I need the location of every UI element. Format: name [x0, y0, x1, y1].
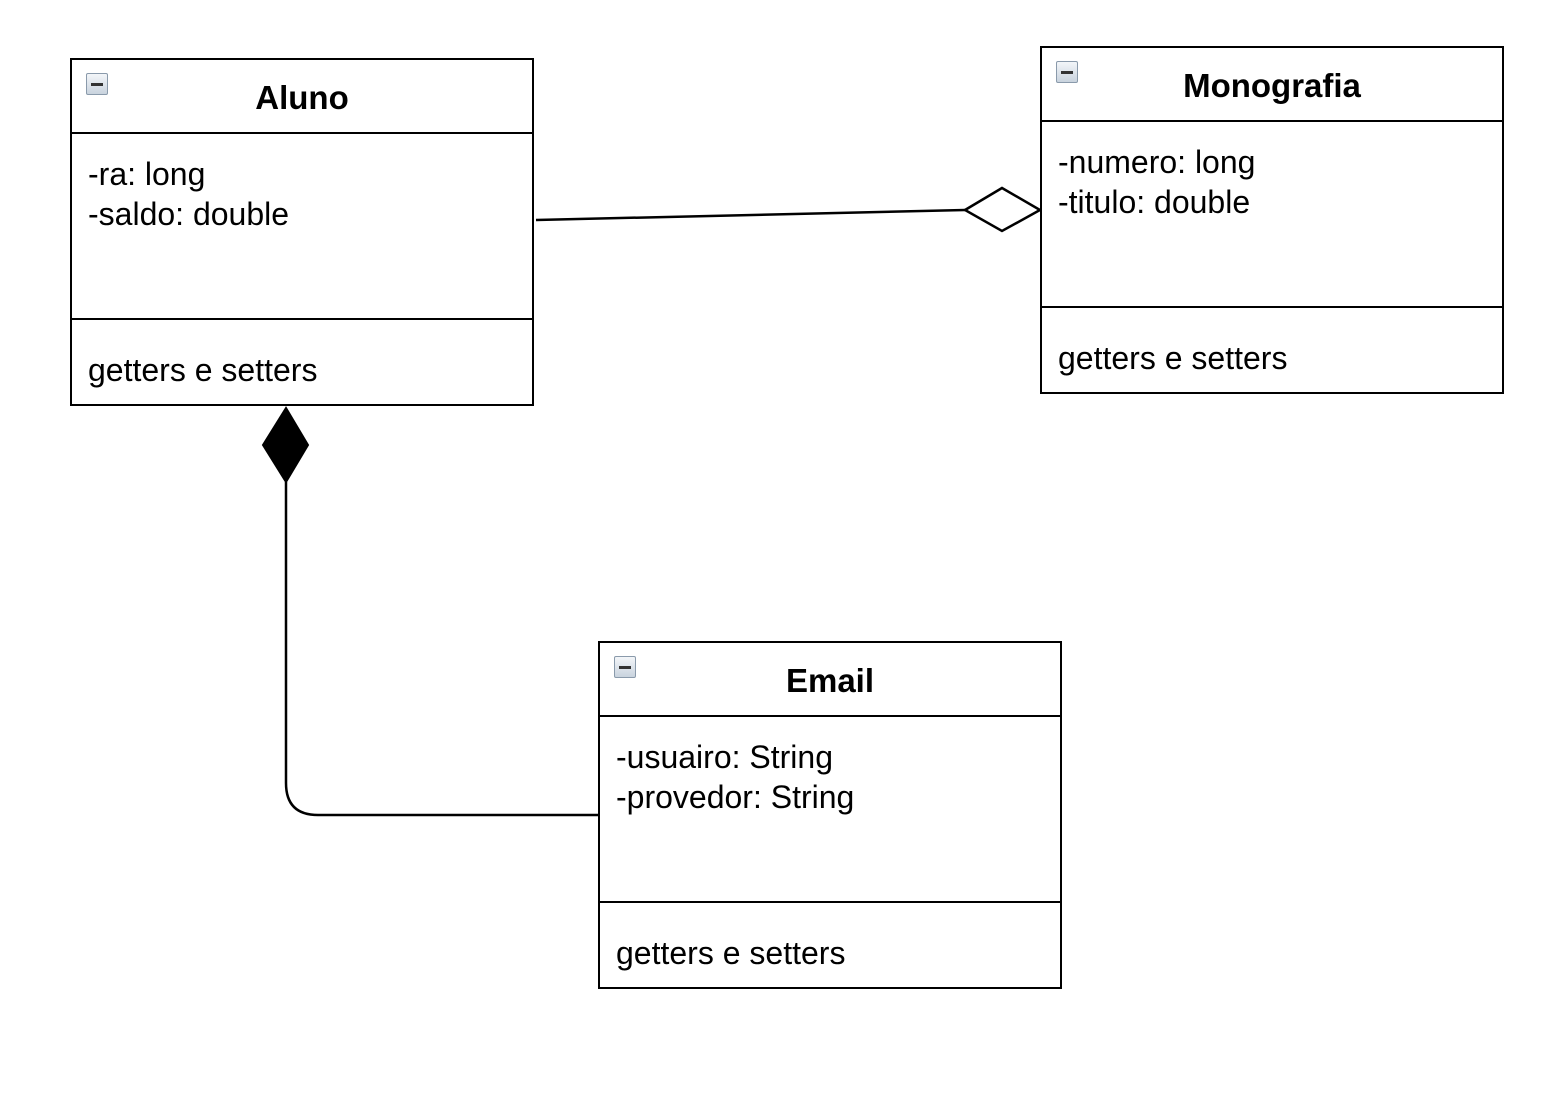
class-name: Aluno	[255, 79, 349, 116]
class-name: Email	[785, 662, 875, 699]
collapse-icon[interactable]	[1056, 61, 1078, 83]
attribute: -provedor: String	[616, 779, 855, 815]
composition-diamond	[261, 406, 310, 484]
collapse-icon[interactable]	[614, 656, 636, 678]
aggregation-diamond	[962, 186, 1043, 233]
method: getters e setters	[616, 935, 846, 971]
methods-compartment: getters e setters	[1042, 308, 1502, 392]
attribute: -numero: long	[1058, 144, 1256, 180]
attributes-compartment: -numero: long -titulo: double	[1042, 122, 1502, 308]
class-monografia[interactable]: Monografia -numero: long -titulo: double…	[1040, 46, 1504, 394]
class-header: Email	[600, 643, 1060, 717]
method: getters e setters	[1058, 340, 1288, 376]
attribute: -saldo: double	[88, 196, 290, 232]
attributes-compartment: -ra: long -saldo: double	[72, 134, 532, 320]
method: getters e setters	[88, 352, 318, 388]
attribute: -usuairo: String	[616, 739, 833, 775]
attribute: -ra: long	[88, 156, 206, 192]
aggregation-aluno-monografia[interactable]	[535, 186, 1043, 233]
methods-compartment: getters e setters	[72, 320, 532, 404]
class-email[interactable]: Email -usuairo: String -provedor: String…	[598, 641, 1062, 989]
collapse-icon[interactable]	[86, 73, 108, 95]
methods-compartment: getters e setters	[600, 903, 1060, 987]
attributes-compartment: -usuairo: String -provedor: String	[600, 717, 1060, 903]
class-name: Monografia	[1183, 67, 1361, 104]
class-header: Aluno	[72, 60, 532, 134]
composition-aluno-email[interactable]	[261, 406, 598, 817]
class-aluno[interactable]: Aluno -ra: long -saldo: double getters e…	[70, 58, 534, 406]
class-header: Monografia	[1042, 48, 1502, 122]
attribute: -titulo: double	[1058, 184, 1251, 220]
